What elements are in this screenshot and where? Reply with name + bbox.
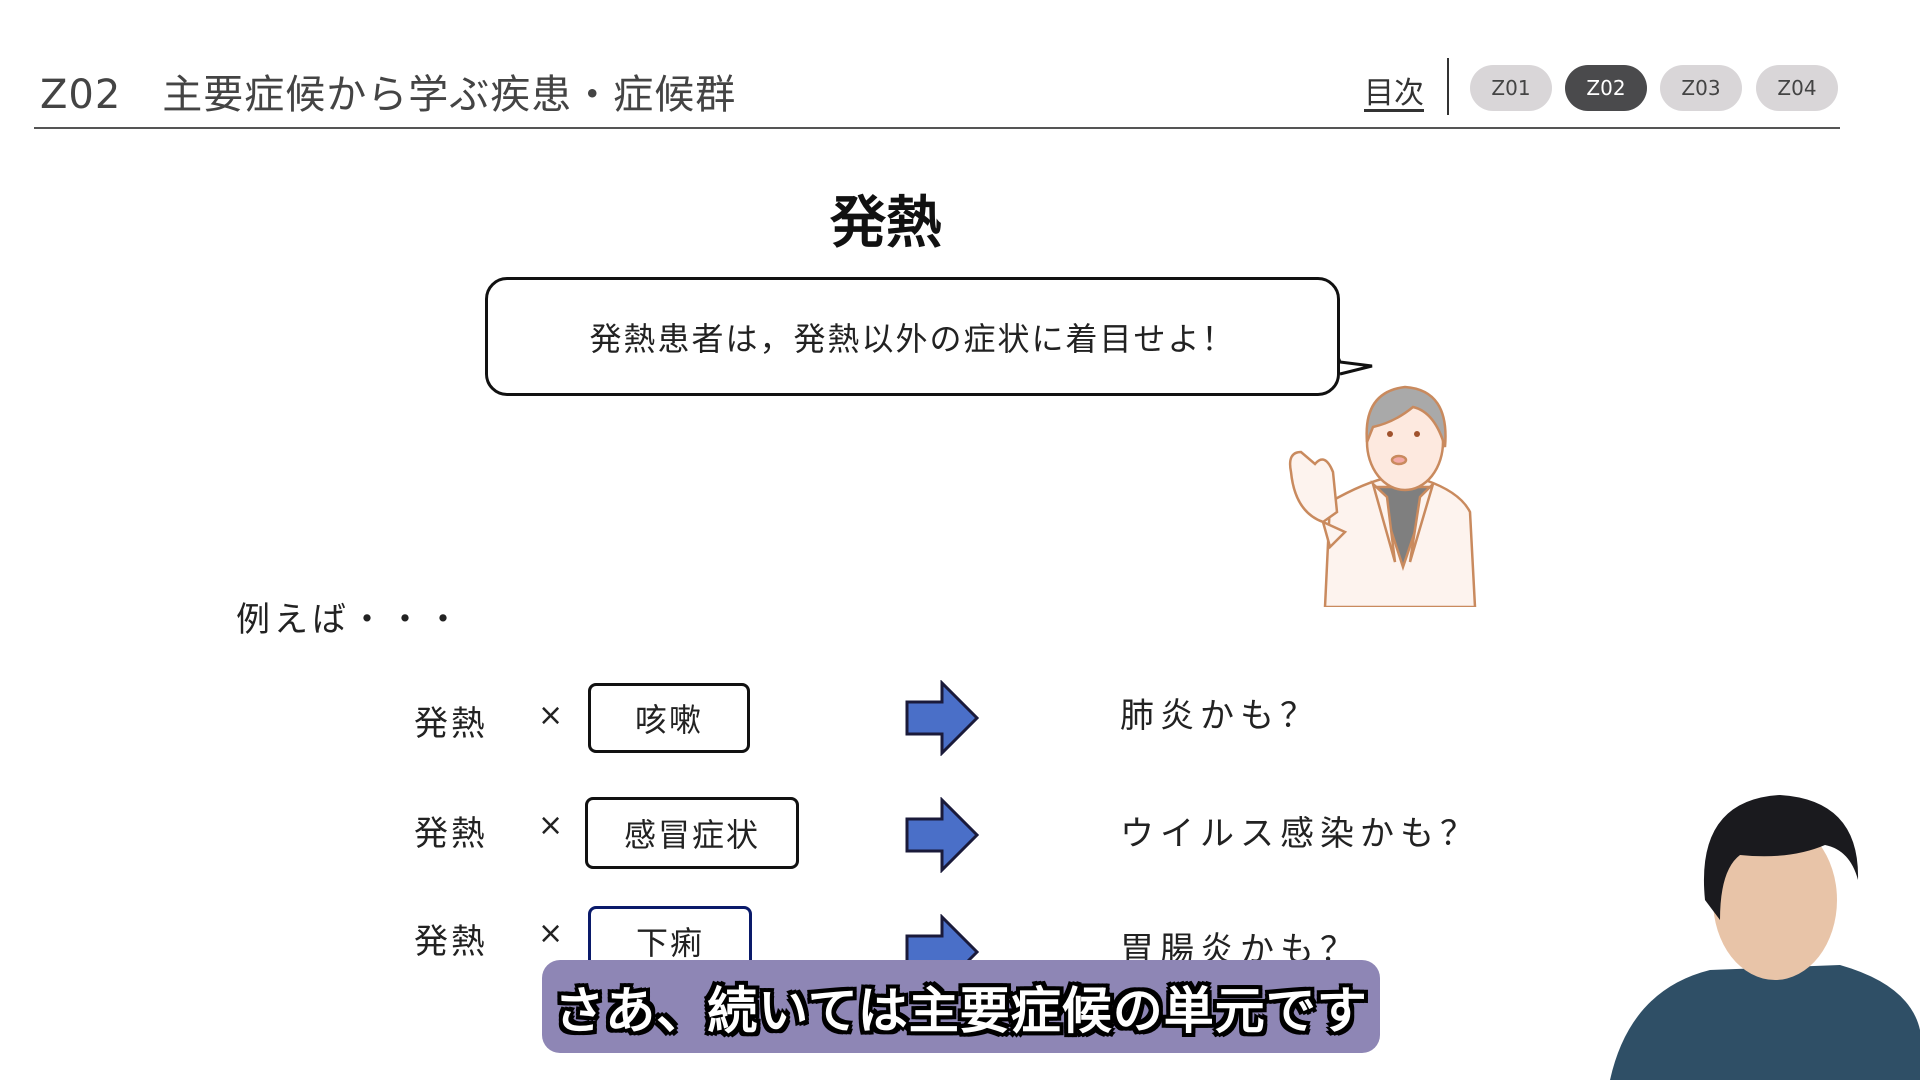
row1-base: 発熱 xyxy=(414,704,488,744)
row1-times: × xyxy=(538,698,564,733)
example-label: 例えば・・・ xyxy=(236,600,464,640)
row1-symptom: 咳嗽 xyxy=(634,701,703,739)
course-title: Z02 主要症候から学ぶ疾患・症候群 xyxy=(40,72,737,118)
row3-times: × xyxy=(538,916,564,951)
chapter-tab-z04[interactable]: Z04 xyxy=(1756,65,1838,111)
row1-result: 肺炎かも？ xyxy=(1120,696,1320,736)
row2-result: ウイルス感染かも？ xyxy=(1120,814,1480,854)
slide-title: 発熱 xyxy=(830,191,942,256)
row1-symptom-box: 咳嗽 xyxy=(588,683,750,753)
presenter-video xyxy=(1610,795,1920,1080)
row3-symptom: 下痢 xyxy=(635,924,704,962)
bubble-text: 発熱患者は，発熱以外の症状に着目せよ！ xyxy=(589,319,1236,358)
doctor-illustration xyxy=(1288,385,1477,607)
subtitle-bar: さあ、続いては主要症候の単元です xyxy=(542,960,1380,1053)
row2-symptom-box: 感冒症状 xyxy=(585,797,799,869)
header-divider xyxy=(34,127,1840,129)
chapter-tab-z03[interactable]: Z03 xyxy=(1660,65,1742,111)
arrow-right-icon xyxy=(905,680,980,756)
row2-base: 発熱 xyxy=(414,814,488,854)
toc-link[interactable]: 目次 xyxy=(1364,76,1424,111)
nav-divider xyxy=(1447,58,1449,115)
subtitle-text: さあ、続いては主要症候の単元です xyxy=(554,981,1368,1040)
row3-base: 発熱 xyxy=(414,922,488,962)
row2-symptom: 感冒症状 xyxy=(623,816,760,854)
speech-bubble: 発熱患者は，発熱以外の症状に着目せよ！ xyxy=(485,277,1340,396)
chapter-tab-z02[interactable]: Z02 xyxy=(1565,65,1647,111)
chapter-tab-z01[interactable]: Z01 xyxy=(1470,65,1552,111)
row2-times: × xyxy=(538,808,564,843)
arrow-right-icon xyxy=(905,797,980,873)
